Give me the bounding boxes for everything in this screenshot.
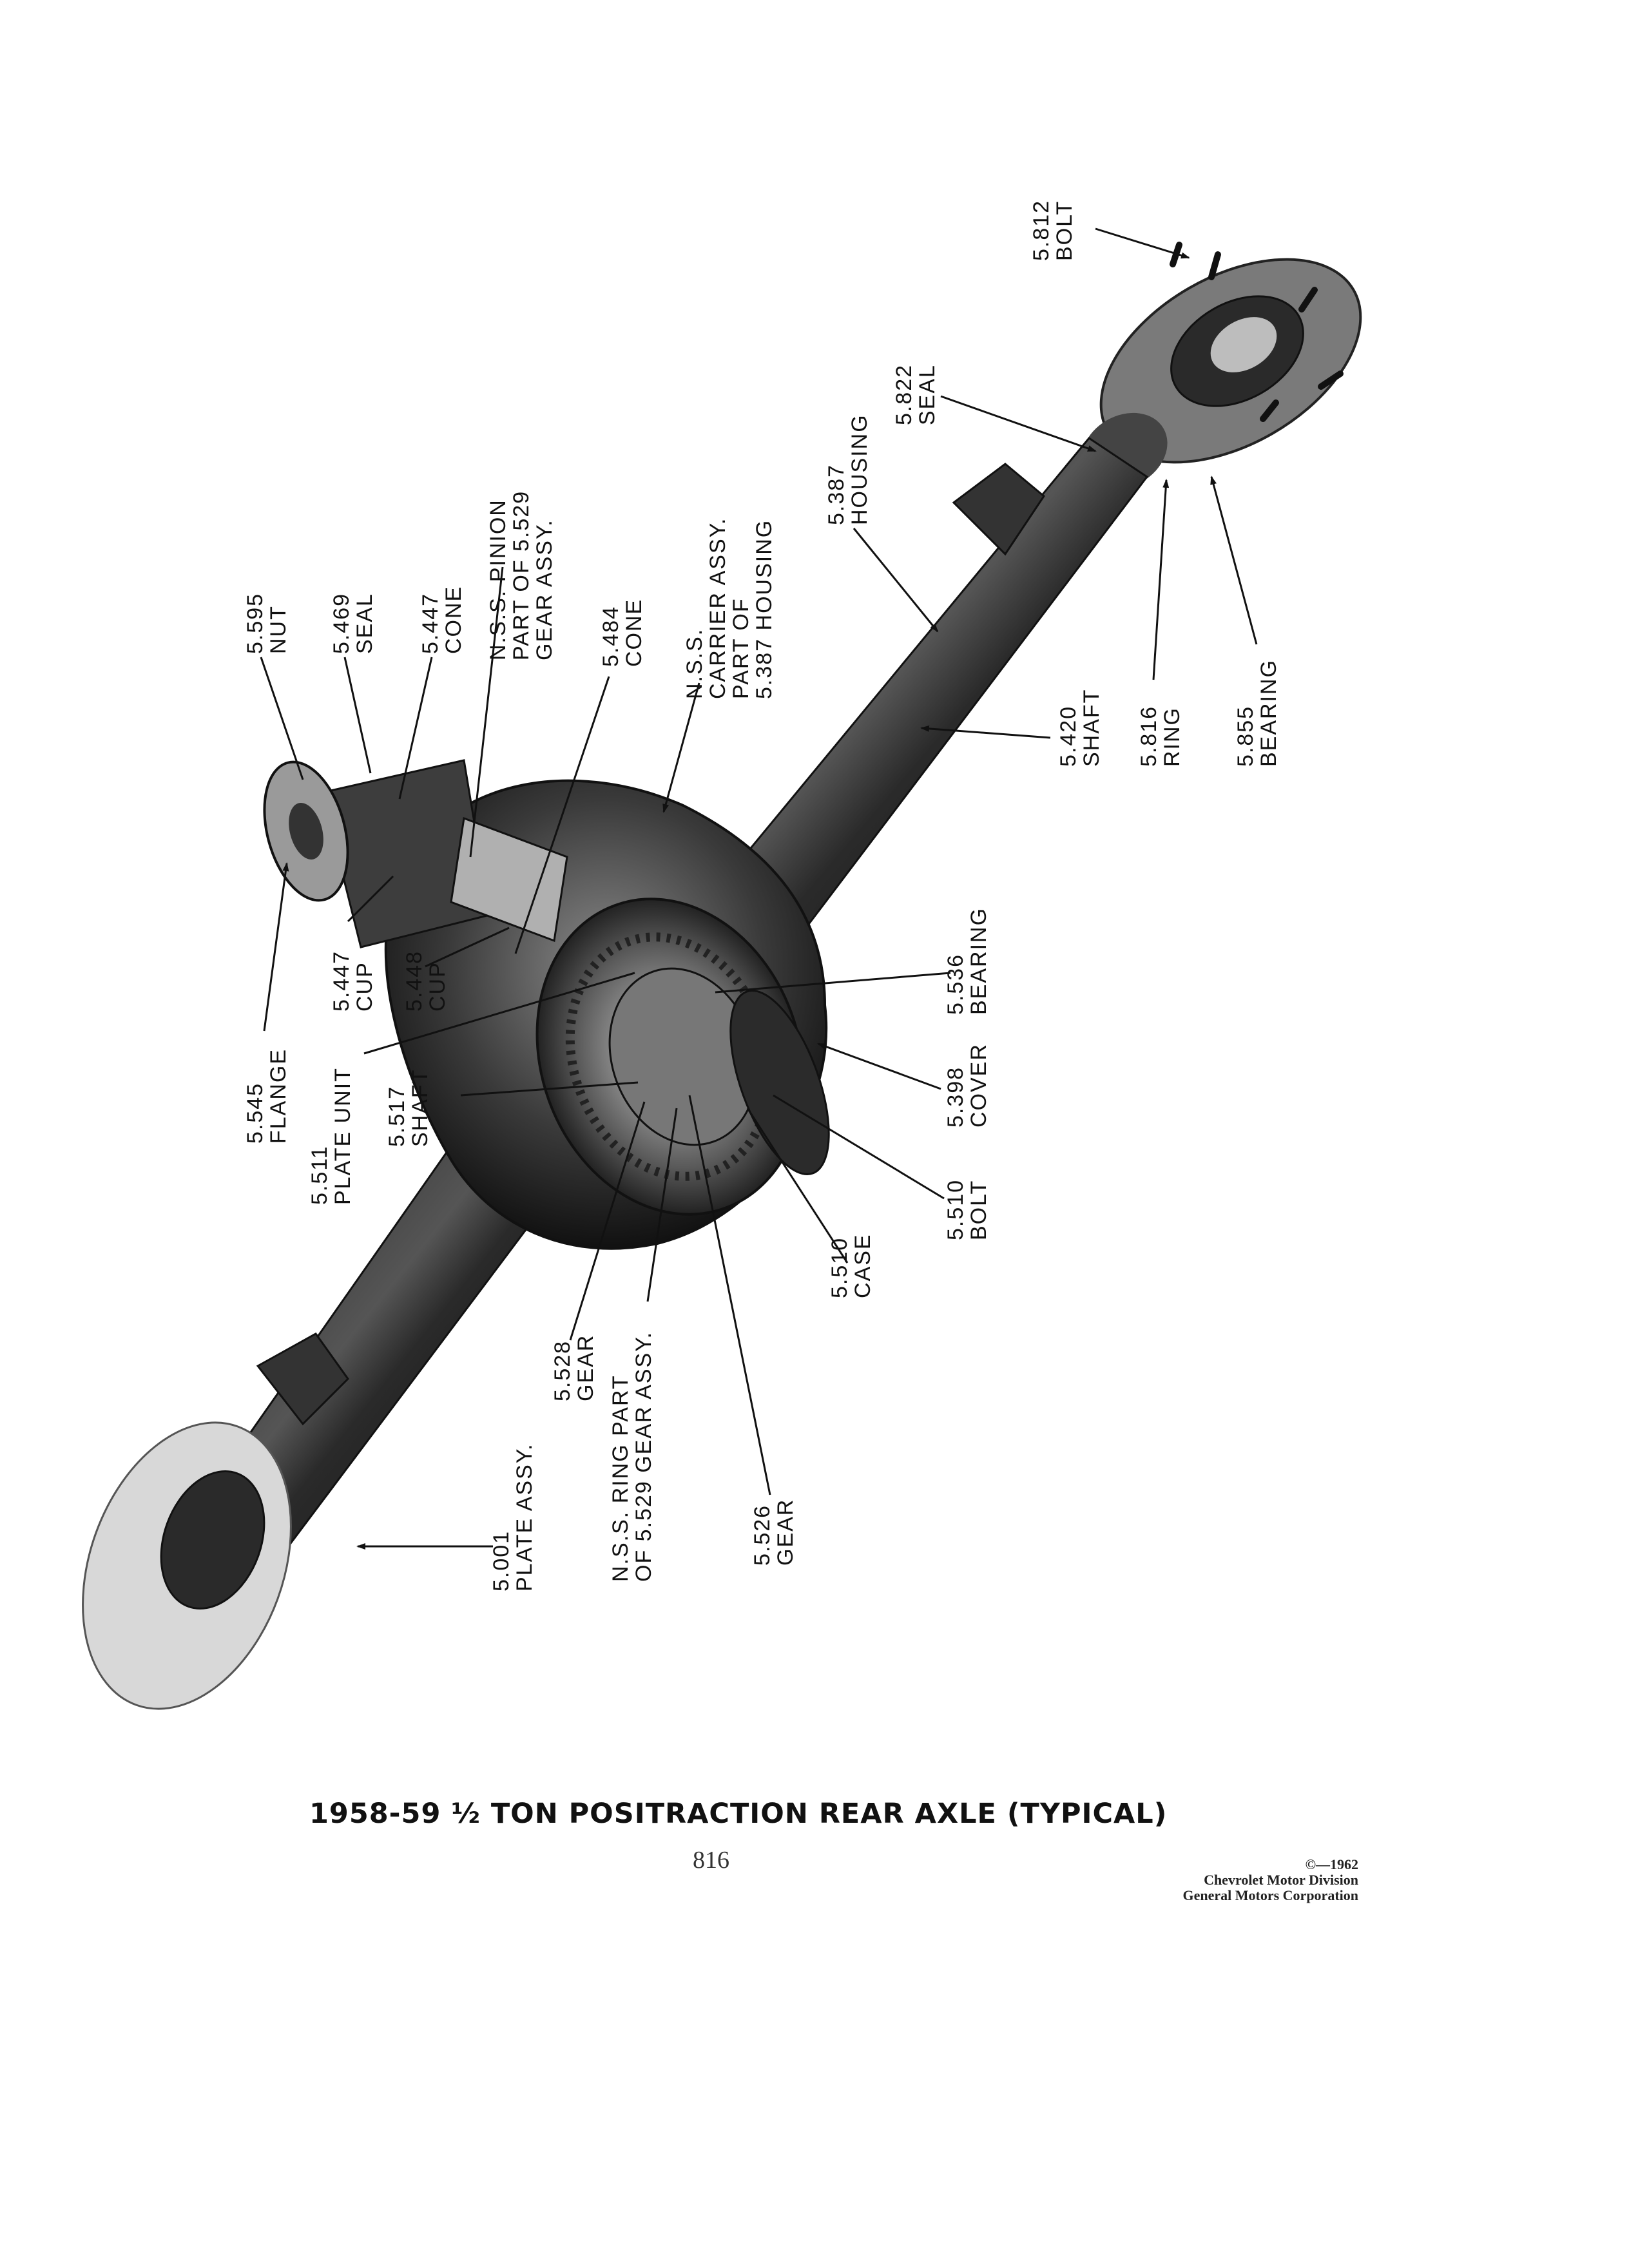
pinion-gear [450, 816, 568, 943]
copyright-corporation: General Motors Corporation [1182, 1887, 1359, 1903]
axle-drawing [82, 242, 1362, 1710]
figure-title: 1958-59 ½ TON POSITRACTION REAR AXLE (TY… [309, 1798, 1168, 1830]
page-number: 816 [693, 1847, 729, 1874]
left-spring-seat [256, 1332, 349, 1426]
carrier-cover [729, 990, 830, 1175]
copyright-notice: ©—1962 Chevrolet Motor Division General … [1183, 1857, 1359, 1903]
copyright-division: Chevrolet Motor Division [1204, 1872, 1358, 1888]
leader-lines [260, 227, 1258, 1550]
right-spring-seat [952, 463, 1045, 556]
copyright-year: ©—1962 [1305, 1856, 1358, 1872]
left-axle-flange [160, 1470, 265, 1610]
